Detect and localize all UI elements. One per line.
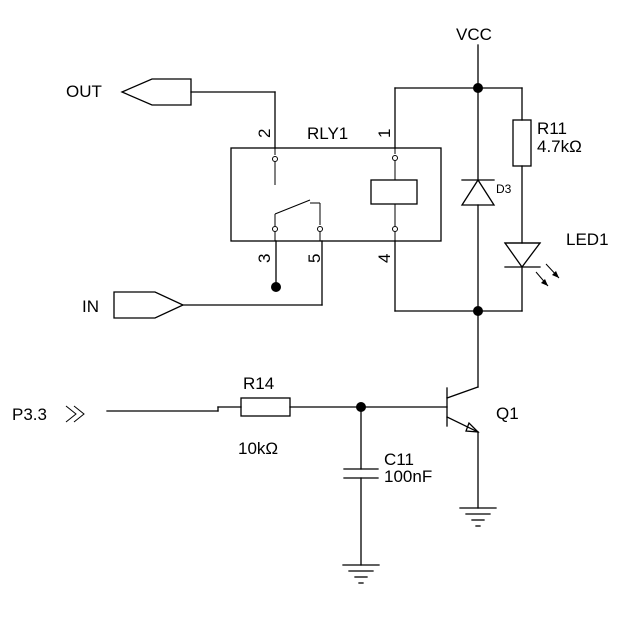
relay-coil bbox=[370, 179, 418, 205]
relay-pin-1-label: 1 bbox=[375, 129, 394, 138]
capacitor-c11 bbox=[343, 406, 379, 566]
in-label: IN bbox=[82, 297, 99, 316]
p33-input bbox=[65, 405, 242, 423]
led1-ref-label: LED1 bbox=[566, 230, 609, 249]
ground-symbol-c11 bbox=[342, 564, 380, 584]
in-port bbox=[113, 240, 323, 319]
relay-contact-no bbox=[317, 226, 323, 232]
relay-body bbox=[230, 147, 442, 242]
coil-return-net bbox=[394, 240, 523, 316]
r11-ref-label: R11 bbox=[537, 119, 567, 138]
r14-value-label: 10kΩ bbox=[238, 439, 278, 458]
in-port-symbol bbox=[113, 291, 185, 319]
out-port-symbol bbox=[120, 78, 192, 106]
resistor-r11 bbox=[512, 119, 532, 244]
relay-pin-2-label: 2 bbox=[255, 129, 274, 138]
r11-value-label: 4.7kΩ bbox=[537, 137, 582, 156]
relay-pin-3-junction-dot bbox=[271, 282, 281, 292]
c11-ref-label: C11 bbox=[384, 450, 414, 469]
ground-symbol-q1 bbox=[459, 507, 497, 527]
out-label: OUT bbox=[66, 82, 102, 101]
diode-d3 bbox=[460, 87, 496, 312]
relay-pin-4-label: 4 bbox=[375, 254, 394, 263]
relay-pin-3-label: 3 bbox=[255, 254, 274, 263]
c11-value-label: 100nF bbox=[384, 467, 432, 486]
out-port bbox=[120, 78, 276, 149]
relay-rly1 bbox=[230, 147, 442, 242]
p33-label: P3.3 bbox=[12, 405, 47, 424]
transistor-q1 bbox=[446, 310, 480, 509]
led-led1 bbox=[503, 242, 560, 312]
q1-ref-label: Q1 bbox=[496, 404, 519, 423]
r14-ref-label: R14 bbox=[243, 374, 274, 393]
relay-contact-com bbox=[272, 226, 278, 232]
relay-ref-label: RLY1 bbox=[307, 124, 348, 143]
d3-ref-label: D3 bbox=[496, 182, 512, 196]
vcc-rail bbox=[394, 44, 523, 149]
p33-double-chevron-icon bbox=[65, 405, 77, 423]
relay-pin-5-label: 5 bbox=[305, 254, 324, 263]
resistor-r14 bbox=[240, 397, 448, 417]
relay-contact-nc bbox=[272, 156, 278, 162]
vcc-label: VCC bbox=[456, 25, 492, 44]
